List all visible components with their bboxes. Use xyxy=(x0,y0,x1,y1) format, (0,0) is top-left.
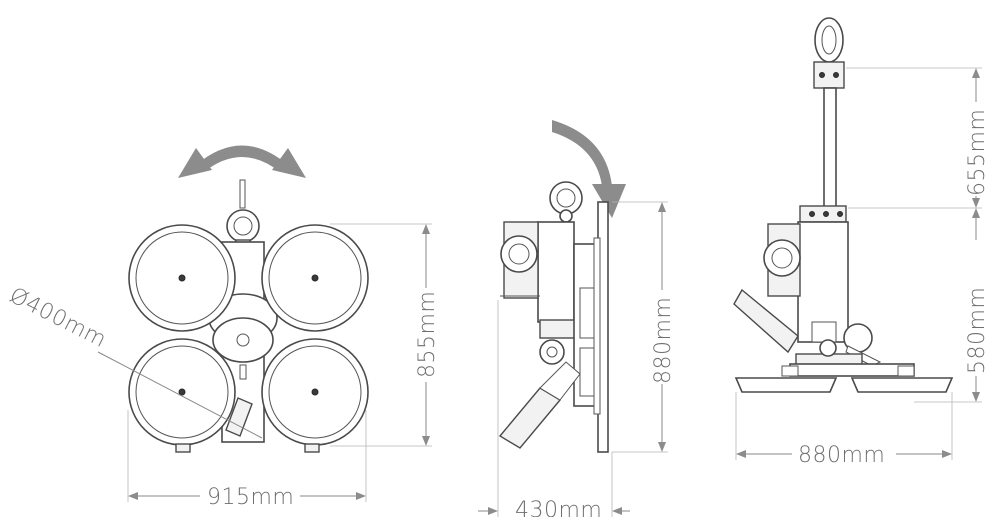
suction-pad-top-right xyxy=(261,224,369,332)
rear-lower-height-label: 580mm xyxy=(965,287,990,374)
double-headed-curved-arrow-icon xyxy=(178,145,306,178)
front-view: Ø400mm 855mm 915mm xyxy=(5,145,440,510)
suction-pad-bottom-left xyxy=(128,338,236,446)
lifting-eye xyxy=(226,179,260,249)
curved-down-arrow-icon xyxy=(552,120,626,218)
rear-view: 655mm 580mm 880mm xyxy=(733,17,990,468)
rear-upper-height-label: 655mm xyxy=(965,109,990,196)
front-width-label: 915mm xyxy=(207,485,294,510)
suction-pad-bottom-right xyxy=(261,338,369,446)
rear-width-label: 880mm xyxy=(798,443,885,468)
pad-diameter-label: Ø400mm xyxy=(5,283,110,353)
side-height-label: 880mm xyxy=(651,297,676,384)
side-view: 880mm 430mm xyxy=(478,120,676,517)
side-depth-label: 430mm xyxy=(515,498,602,517)
front-height-label: 855mm xyxy=(415,291,440,378)
suction-pad-top-left xyxy=(128,224,236,332)
